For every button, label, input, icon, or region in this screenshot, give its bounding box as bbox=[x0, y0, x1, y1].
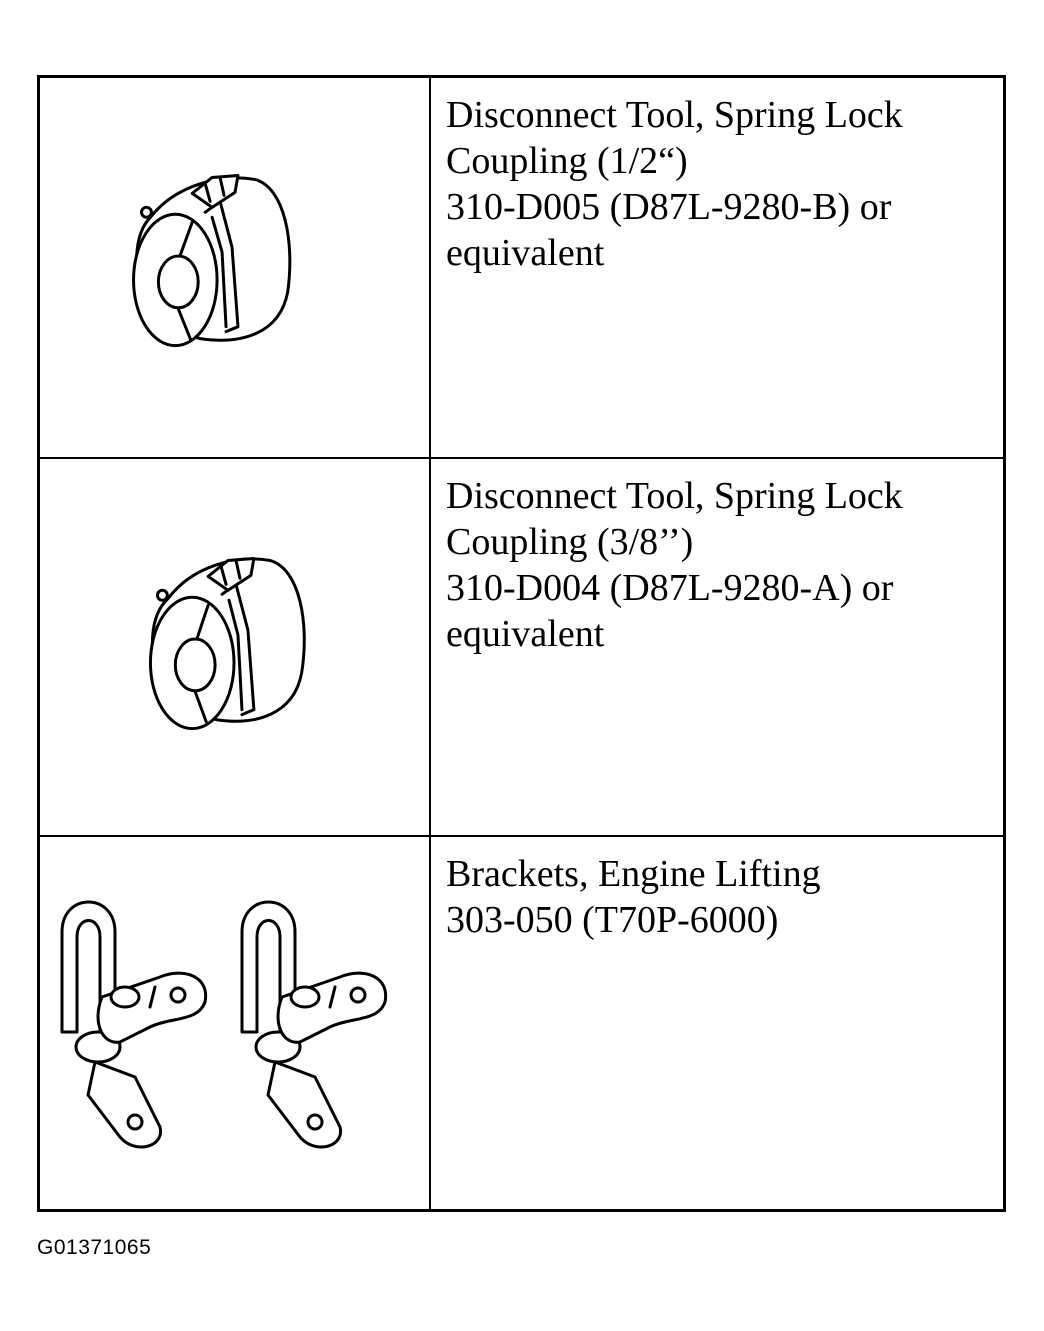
column-divider bbox=[429, 78, 431, 457]
spring-lock-coupling-tool-icon bbox=[132, 173, 292, 348]
tool-description: Disconnect Tool, Spring Lock Coupling (3… bbox=[446, 473, 996, 657]
tool-description-line: Coupling (1/2“) bbox=[446, 140, 688, 182]
tool-description-line: equivalent bbox=[446, 613, 605, 655]
column-divider bbox=[429, 459, 431, 835]
tool-part-number: 310-D005 (D87L-9280-B) or bbox=[446, 186, 892, 228]
table-row: Disconnect Tool, Spring Lock Coupling (1… bbox=[40, 78, 1003, 459]
tool-description-line: equivalent bbox=[446, 232, 605, 274]
spring-lock-coupling-tool-icon bbox=[148, 556, 306, 731]
tool-description-line: Disconnect Tool, Spring Lock bbox=[446, 94, 903, 136]
table-row: Disconnect Tool, Spring Lock Coupling (3… bbox=[40, 459, 1003, 837]
special-tools-table: Disconnect Tool, Spring Lock Coupling (1… bbox=[37, 75, 1006, 1212]
table-row: Brackets, Engine Lifting 303-050 (T70P-6… bbox=[40, 837, 1003, 1212]
tool-description-line: Brackets, Engine Lifting bbox=[446, 853, 821, 895]
engine-lifting-bracket-icon bbox=[60, 900, 388, 1149]
tool-description-line: Coupling (3/8’’) bbox=[446, 521, 694, 563]
tool-description: Disconnect Tool, Spring Lock Coupling (1… bbox=[446, 92, 996, 276]
tool-image-cell bbox=[40, 459, 429, 835]
tool-description: Brackets, Engine Lifting 303-050 (T70P-6… bbox=[446, 851, 996, 943]
figure-code: G01371065 bbox=[37, 1236, 152, 1259]
tool-image-cell bbox=[40, 78, 429, 457]
tool-description-line: Disconnect Tool, Spring Lock bbox=[446, 475, 903, 517]
tool-part-number: 310-D004 (D87L-9280-A) or bbox=[446, 567, 894, 609]
tool-image-cell bbox=[40, 837, 429, 1212]
column-divider bbox=[429, 837, 431, 1212]
tool-part-number: 303-050 (T70P-6000) bbox=[446, 899, 779, 941]
